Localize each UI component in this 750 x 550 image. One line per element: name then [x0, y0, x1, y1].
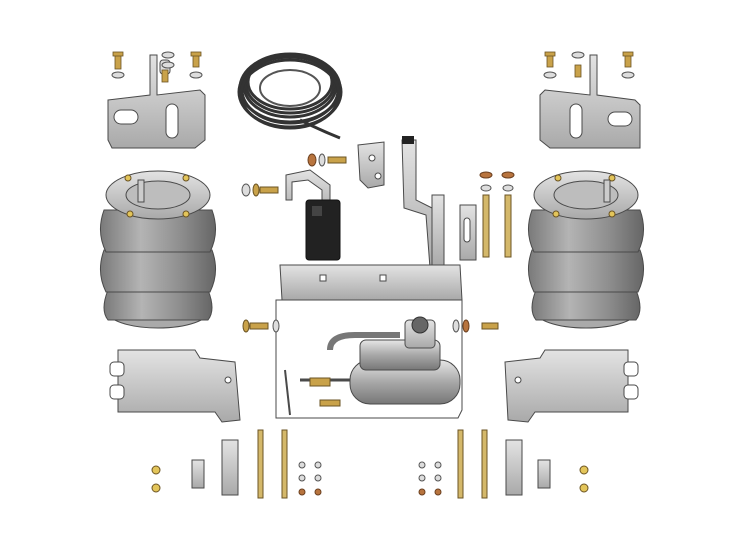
small-plate-center-right: [459, 204, 477, 261]
hardware-top-left: [111, 51, 203, 83]
bolts-compressor-side: [242, 319, 499, 333]
hardware-top-right: [543, 51, 635, 79]
compressor-assembly: [284, 316, 461, 416]
compressor-mount-plate: [275, 264, 463, 419]
small-bracket-center: [357, 141, 385, 189]
bottom-hardware-left: [151, 429, 322, 499]
bottom-hardware-right: [418, 429, 589, 499]
lower-bracket-right: [504, 349, 639, 423]
air-spring-left: [100, 170, 216, 329]
air-hose-coil: [237, 52, 343, 140]
air-spring-right: [528, 170, 644, 329]
tall-bracket-center: [401, 136, 445, 269]
long-bolts-center-right: [479, 171, 515, 258]
upper-bracket-left: [107, 54, 206, 149]
bolt-set-center-left: [241, 153, 347, 197]
upper-bracket-right: [539, 54, 641, 149]
lower-bracket-left: [109, 349, 241, 423]
compressor-bracket-hook: [285, 169, 341, 261]
